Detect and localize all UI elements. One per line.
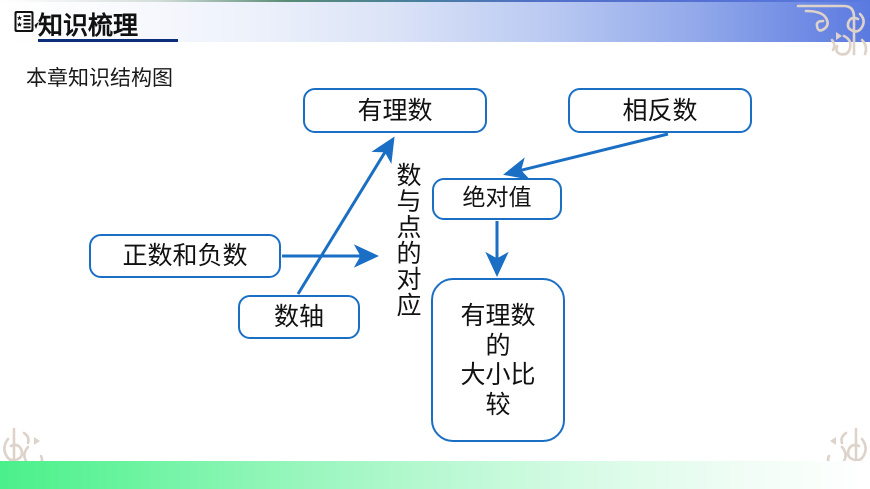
diagram-node-compare-rational-numbers[interactable]: 有理数 的 大小比 较 <box>431 278 565 442</box>
diagram-node-rational-numbers[interactable]: 有理数 <box>303 88 487 133</box>
node-label-block: 有理数 的 大小比 较 <box>460 301 535 419</box>
diagram-vertical-label-number-point-correspondence: 数与点的对应 <box>393 162 422 318</box>
bulleted-list-icon <box>14 10 40 34</box>
page-title-underline <box>38 39 178 42</box>
node-label: 有理数 <box>357 95 433 125</box>
diagram-node-number-line[interactable]: 数轴 <box>238 295 360 339</box>
node-label-line: 有理数 <box>460 301 536 330</box>
header-bar <box>0 0 870 42</box>
node-label-line: 较 <box>485 389 511 419</box>
node-label: 数轴 <box>273 302 324 332</box>
page-title: 知识梳理 <box>38 11 139 40</box>
node-label-line: 大小比 <box>460 360 536 389</box>
footer-bar <box>0 461 870 489</box>
section-subtitle: 本章知识结构图 <box>26 66 173 90</box>
edge-opposite-to-absolute <box>503 132 669 181</box>
node-label: 正数和负数 <box>122 241 248 271</box>
node-label: 相反数 <box>622 95 698 125</box>
edge-numberline-to-rational <box>296 136 395 295</box>
node-label-line: 的 <box>485 330 511 360</box>
diagram-node-positive-negative-numbers[interactable]: 正数和负数 <box>89 234 281 278</box>
header-top-rule <box>0 0 870 2</box>
diagram-node-absolute-value[interactable]: 绝对值 <box>432 178 562 220</box>
node-label: 绝对值 <box>462 185 532 212</box>
diagram-node-opposite-numbers[interactable]: 相反数 <box>568 88 752 133</box>
